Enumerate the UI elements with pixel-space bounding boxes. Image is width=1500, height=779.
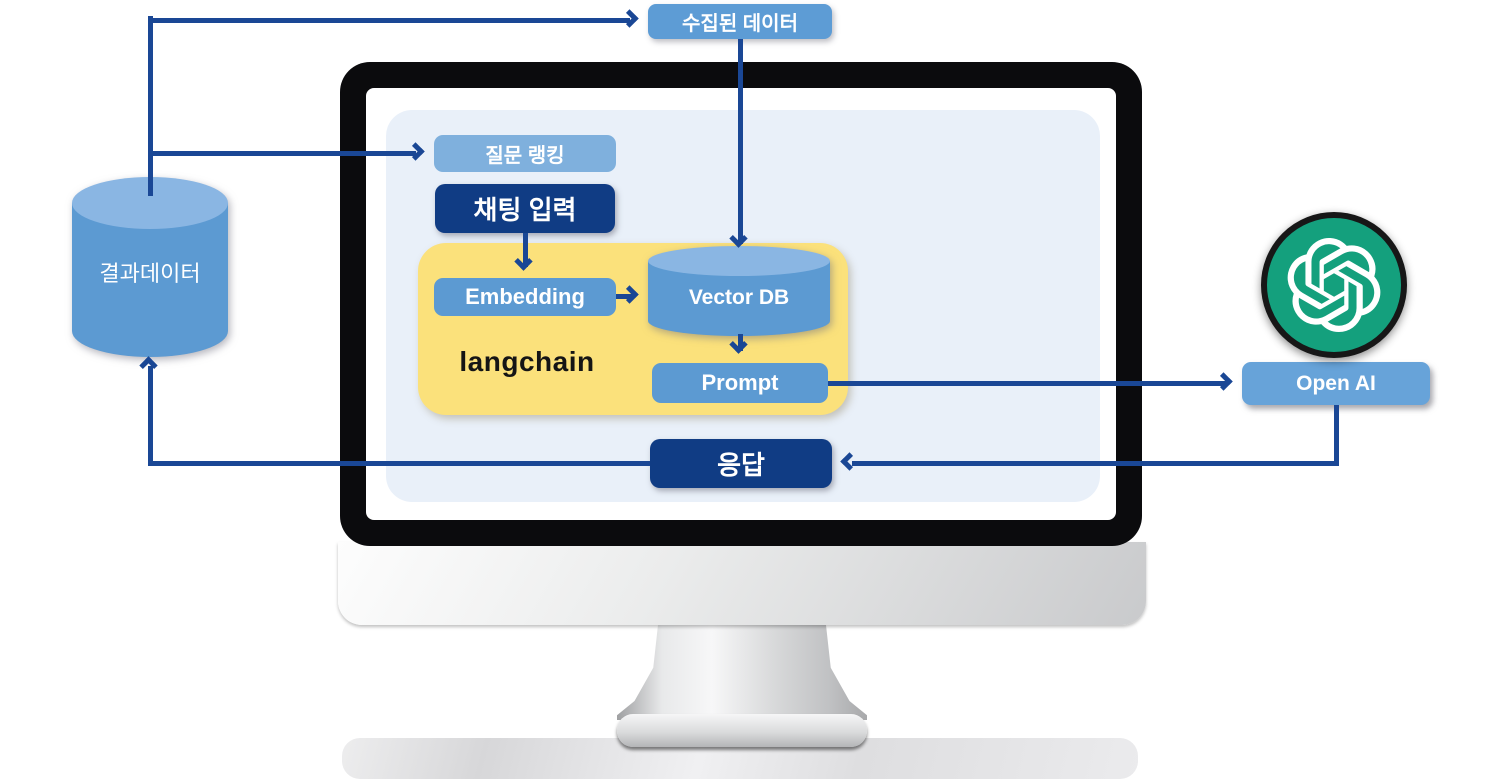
edge-collected-to-vectordb-line — [738, 39, 743, 244]
question-ranking-box: 질문 랭킹 — [434, 135, 616, 172]
monitor-stand-base — [617, 714, 867, 747]
monitor-chin — [338, 542, 1146, 625]
cylinder-top — [648, 246, 830, 276]
openai-logo-icon — [1287, 238, 1381, 332]
openai-logo — [1261, 212, 1407, 358]
openai-box: Open AI — [1242, 362, 1430, 405]
langchain-label: langchain — [459, 346, 595, 377]
prompt-box: Prompt — [652, 363, 828, 403]
collected-data-box: 수집된 데이터 — [648, 4, 832, 39]
edge-openai-down-line — [1334, 405, 1339, 464]
edge-chatinput-to-embedding-line — [523, 233, 528, 267]
edge-response-left-line — [150, 461, 650, 466]
edge-resultdata-up-line — [148, 16, 153, 196]
edge-to-collecteddata-line — [148, 18, 630, 23]
chat-input-box: 채팅 입력 — [435, 184, 615, 233]
arrowhead-into-result-data — [139, 356, 158, 375]
vector-db-label: Vector DB — [688, 286, 790, 309]
edge-vectordb-to-prompt-line — [738, 334, 743, 351]
result-data-label: 결과데이터 — [99, 261, 201, 286]
arrowhead-into-openai — [1214, 372, 1233, 391]
result-data-cylinder: 결과데이터 — [72, 177, 228, 357]
arrowhead-into-collected-data — [620, 9, 639, 28]
edge-openai-to-response-line — [852, 461, 1339, 466]
edge-prompt-to-openai-line — [828, 381, 1228, 386]
embedding-box: Embedding — [434, 278, 616, 316]
edge-up-to-resultdata-line — [148, 366, 153, 466]
vector-db-cylinder: Vector DB — [648, 246, 830, 336]
response-box: 응답 — [650, 439, 832, 488]
edge-to-questionranking-line — [150, 151, 416, 156]
monitor-stand-neck — [617, 625, 867, 720]
edge-embedding-to-vectordb-line — [616, 294, 634, 299]
